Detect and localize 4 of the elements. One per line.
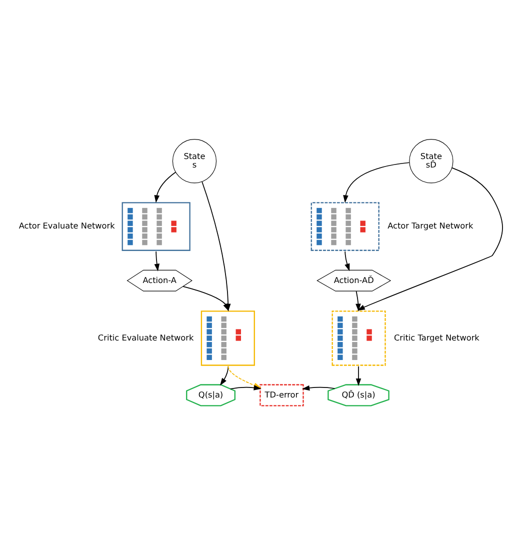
node-label: Actor Target Network [388,220,474,230]
node-label: Critic Evaluate Network [98,332,194,342]
node-label: Actor Evaluate Network [18,220,115,230]
node-label: Critic Target Network [394,332,480,342]
